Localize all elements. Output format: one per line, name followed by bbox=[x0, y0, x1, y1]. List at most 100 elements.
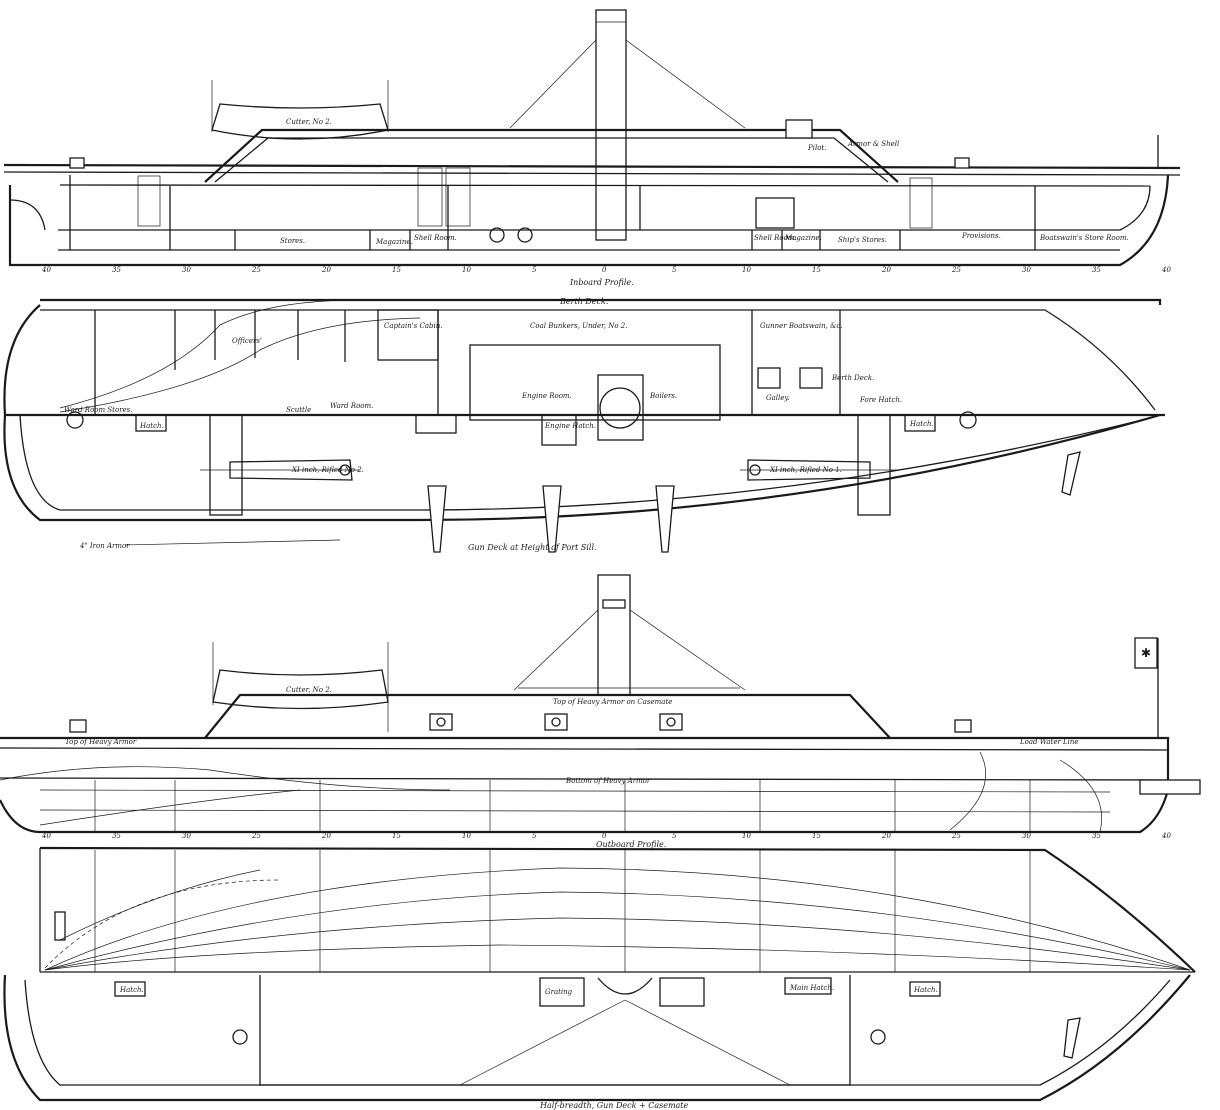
gun-deck-caption: Gun Deck at Height of Port Sill. bbox=[468, 543, 597, 552]
fore-hatch-label: Fore Hatch. bbox=[859, 396, 902, 404]
frame-stations bbox=[94, 780, 1031, 832]
shell-room-aft-label: Shell Room. bbox=[414, 234, 457, 242]
ram bbox=[1139, 779, 1201, 795]
outboard-ports bbox=[429, 713, 683, 731]
frame-number: 5 bbox=[532, 832, 537, 840]
hatch-fwd-label: Hatch. bbox=[913, 986, 938, 994]
frame-number: 25 bbox=[951, 266, 961, 274]
magazine-aft-label: Magazine. bbox=[375, 238, 413, 246]
ward-room-stores-label: Ward Room Stores. bbox=[64, 406, 133, 414]
frame-number: 35 bbox=[112, 266, 121, 274]
inboard-profile-caption: Inboard Profile. bbox=[569, 278, 634, 287]
frame-number: 30 bbox=[182, 266, 191, 274]
ventilator bbox=[69, 157, 85, 169]
deck-plan-outline bbox=[3, 304, 1165, 417]
outboard-hull bbox=[0, 736, 1170, 834]
inboard-profile: Cutter, No 2. Pilot. Armor & Shell bbox=[3, 9, 1181, 287]
heavy-armor-label: Top of Heavy Armor bbox=[65, 738, 137, 746]
boilers-label: Boilers. bbox=[649, 392, 677, 400]
bottom-armor-label: Bottom of Heavy Armor bbox=[565, 777, 651, 785]
inboard-hull bbox=[8, 174, 1170, 267]
frame-number: 15 bbox=[812, 266, 821, 274]
outboard-cutter-label: Cutter, No 2. bbox=[286, 686, 332, 694]
frame-number: 10 bbox=[742, 266, 751, 274]
frame-number: 30 bbox=[1022, 266, 1031, 274]
gun-fwd: XI inch, Rifled No 1. bbox=[740, 459, 900, 481]
armor-note-label: 4" Iron Armor bbox=[79, 542, 130, 550]
engine-room-label: Engine Room. bbox=[521, 392, 572, 400]
frame-number: 15 bbox=[392, 832, 401, 840]
outboard-profile-caption: Outboard Profile. bbox=[596, 840, 666, 849]
outboard-casemate bbox=[204, 693, 891, 739]
frame-number: 40 bbox=[1161, 266, 1171, 274]
frame-number: 20 bbox=[321, 832, 331, 840]
gun-aft-label: XI inch, Rifled No 2. bbox=[291, 466, 364, 474]
gun-fwd-label: XI inch, Rifled No 1. bbox=[769, 466, 842, 474]
half-breadth-caption: Half-breadth, Gun Deck + Casemate bbox=[539, 1101, 689, 1110]
galley-label: Galley. bbox=[766, 394, 790, 402]
gunner-label: Gunner Boatswain, &c. bbox=[760, 322, 843, 330]
shell-room-fwd-label: Shell Room. bbox=[754, 234, 797, 242]
hatch-label-fwd: Hatch. bbox=[909, 420, 934, 428]
boiler-drum bbox=[599, 387, 641, 429]
casemate-top-label: Top of Heavy Armor on Casemate bbox=[553, 698, 672, 706]
frame-number: 40 bbox=[41, 266, 51, 274]
frame-number: 30 bbox=[1022, 832, 1031, 840]
berth-deck-caption: Berth Deck. bbox=[559, 297, 608, 306]
frame-number: 25 bbox=[251, 832, 261, 840]
hatch-aft-label: Hatch. bbox=[119, 986, 144, 994]
frame-number: 10 bbox=[462, 832, 471, 840]
gun-aft: XI inch, Rifled No 2. bbox=[200, 459, 364, 481]
magazine-fwd-label: Magazine. bbox=[784, 234, 822, 242]
half-breadth-plan: Hatch. Grating Main Hatch. Hatch. Half-b… bbox=[3, 846, 1196, 1110]
half-breadth-outline bbox=[39, 846, 1196, 973]
ships-stores-label: Ship's Stores. bbox=[838, 236, 887, 244]
provisions-label: Provisions. bbox=[961, 232, 1001, 240]
frame-number: 15 bbox=[812, 832, 821, 840]
frame-number: 25 bbox=[251, 266, 261, 274]
casemate bbox=[204, 128, 899, 183]
frame-number: 35 bbox=[112, 832, 121, 840]
frame-number: 5 bbox=[672, 266, 677, 274]
load-line-label: Load Water Line bbox=[1019, 738, 1079, 746]
grating-label: Grating bbox=[545, 988, 573, 996]
grating bbox=[539, 977, 585, 1007]
half-breadth-stations bbox=[94, 850, 1031, 972]
funnel bbox=[595, 9, 627, 241]
frame-number: 0 bbox=[602, 832, 607, 840]
flag bbox=[1134, 637, 1158, 669]
cutter-label: Cutter, No 2. bbox=[286, 118, 332, 126]
frame-number: 40 bbox=[1161, 832, 1171, 840]
partitions bbox=[94, 309, 936, 516]
armor-shell-label: Armor & Shell bbox=[847, 140, 899, 148]
frame-number: 10 bbox=[462, 266, 471, 274]
ladders bbox=[137, 167, 933, 229]
bulkheads bbox=[69, 175, 1036, 250]
frame-number: 0 bbox=[602, 266, 607, 274]
frame-number: 35 bbox=[1092, 832, 1101, 840]
berth-deck-label: Berth Deck. bbox=[831, 374, 874, 382]
frame-number: 20 bbox=[881, 832, 891, 840]
deck-plan: XI inch, Rifled No 2. XI inch, Rifled No… bbox=[3, 297, 1165, 553]
scuttle-label: Scuttle bbox=[286, 406, 311, 414]
star-icon: ✱ bbox=[1141, 646, 1151, 660]
frame-number: 35 bbox=[1092, 266, 1101, 274]
frame-number: 20 bbox=[321, 266, 331, 274]
pilot-label: Pilot. bbox=[807, 144, 826, 152]
hatch-label-aft: Hatch. bbox=[139, 422, 164, 430]
outboard-cutter bbox=[212, 669, 389, 710]
outboard-funnel bbox=[597, 574, 631, 696]
frame-number: 30 bbox=[182, 832, 191, 840]
engine-hatch-label: Engine Hatch. bbox=[544, 422, 596, 430]
boatswains-store-label: Boatswain's Store Room. bbox=[1039, 234, 1129, 242]
frame-number: 20 bbox=[881, 266, 891, 274]
coal-bunkers-label: Coal Bunkers, Under, No 2. bbox=[530, 322, 627, 330]
outboard-profile: Cutter, No 2. Top of Heavy Armor on Case… bbox=[0, 574, 1201, 849]
frame-number: 5 bbox=[672, 832, 677, 840]
frame-number: 25 bbox=[951, 832, 961, 840]
ventilator bbox=[954, 157, 970, 169]
frame-number: 10 bbox=[742, 832, 751, 840]
main-hatch-label: Main Hatch. bbox=[789, 984, 834, 992]
frame-number: 5 bbox=[532, 266, 537, 274]
